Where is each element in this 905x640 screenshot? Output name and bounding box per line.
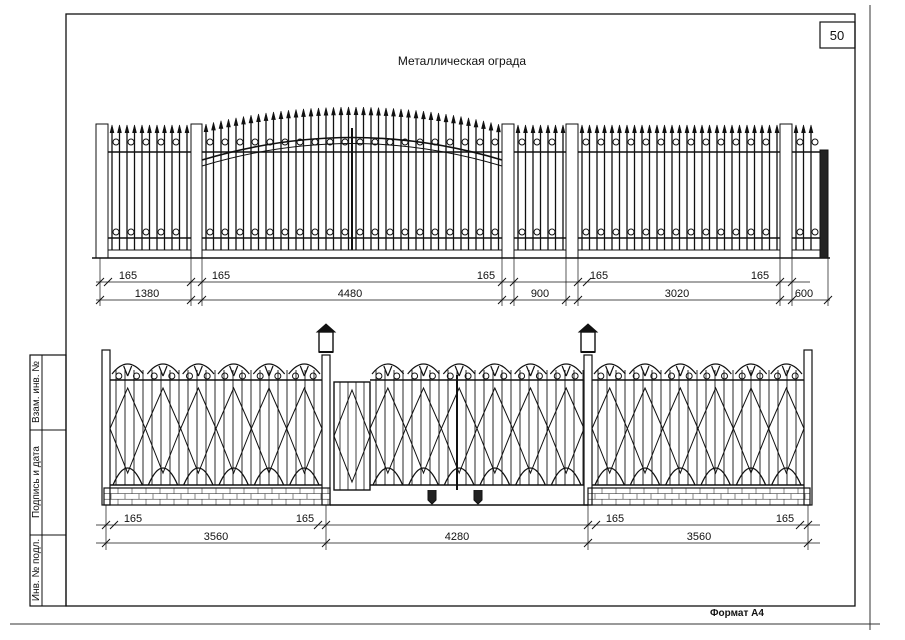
bottom-fence-elevation: 165 165 165 165 3560 4280 3560 xyxy=(96,323,820,550)
side-stamp: Взам. инв. № Подпись и дата Инв. № подл. xyxy=(29,354,67,607)
stamp-inv-original: Инв. № подл. xyxy=(31,539,42,601)
top-dim-1380: 1380 xyxy=(135,288,159,300)
top-dim-165-1: 165 xyxy=(119,270,137,282)
page-number-box: 50 xyxy=(819,21,856,49)
top-dim-3020: 3020 xyxy=(665,288,689,300)
top-dim-165-4: 165 xyxy=(590,270,608,282)
stamp-replace-inv: Взам. инв. № xyxy=(31,361,42,423)
top-dim-165-2: 165 xyxy=(212,270,230,282)
bottom-dim-3560-2: 3560 xyxy=(687,531,711,543)
top-dim-900: 900 xyxy=(531,288,549,300)
stamp-signature-date: Подпись и дата xyxy=(31,446,42,518)
top-fence-dimensions: 165 165 165 165 165 1380 4480 900 3020 6… xyxy=(95,258,833,306)
page-number: 50 xyxy=(830,28,844,43)
bottom-dim-165-1: 165 xyxy=(124,513,142,525)
top-fence-elevation: 165 165 165 165 165 1380 4480 900 3020 6… xyxy=(92,106,833,306)
top-fence-art xyxy=(92,106,830,259)
bottom-dim-165-4: 165 xyxy=(776,513,794,525)
top-dim-4480: 4480 xyxy=(338,288,362,300)
bottom-fence-art xyxy=(101,323,813,506)
bottom-dim-4280: 4280 xyxy=(445,531,469,543)
bottom-dim-165-2: 165 xyxy=(296,513,314,525)
bottom-dim-3560-1: 3560 xyxy=(204,531,228,543)
format-label: Формат А4 xyxy=(710,608,764,619)
top-dim-165-3: 165 xyxy=(477,270,495,282)
drawing-title: Металлическая ограда xyxy=(398,54,526,68)
top-dim-600: 600 xyxy=(795,288,813,300)
bottom-fence-dimensions: 165 165 165 165 3560 4280 3560 xyxy=(96,505,820,550)
sheet-frame xyxy=(65,13,856,607)
bottom-dim-165-3: 165 xyxy=(606,513,624,525)
top-dim-165-5: 165 xyxy=(751,270,769,282)
